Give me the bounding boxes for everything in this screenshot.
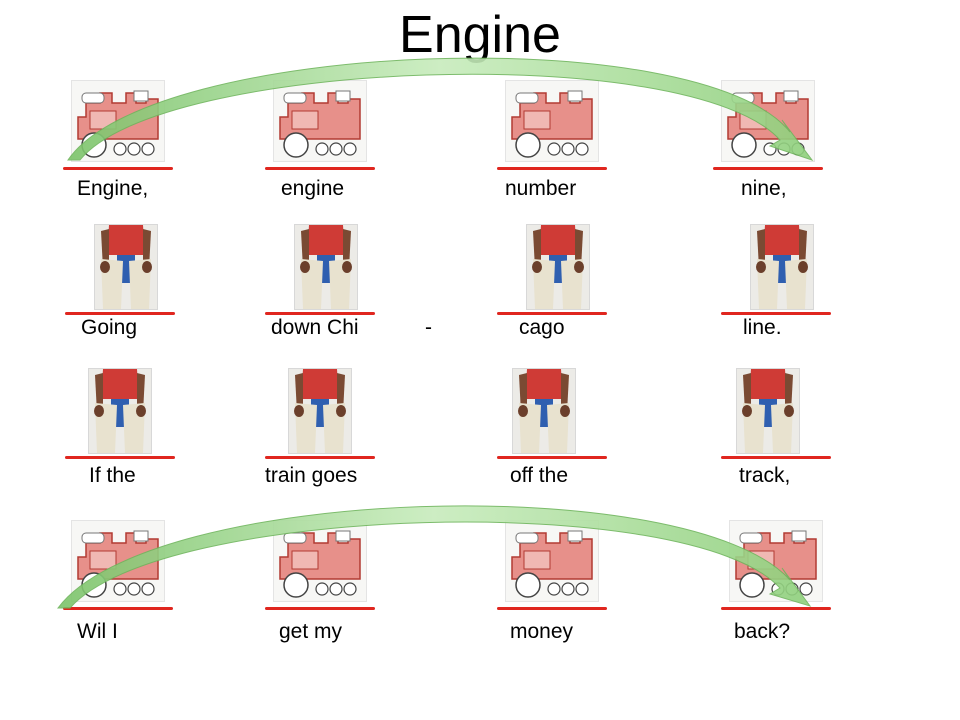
beat-underline: [721, 312, 831, 315]
seated-child-picture: [750, 224, 814, 310]
seated-child-picture: [512, 368, 576, 454]
beat-underline: [63, 167, 173, 170]
beat-cell: If the: [65, 368, 175, 533]
beat-cell: off the: [497, 368, 607, 533]
beat-underline: [265, 167, 375, 170]
word: Engine,: [77, 177, 149, 200]
syllable-hyphen: -: [425, 316, 432, 339]
train-picture: [729, 520, 823, 602]
seated-child-picture: [736, 368, 800, 454]
beat-underline: [497, 167, 607, 170]
train-icon: [279, 530, 361, 598]
word: cago: [519, 316, 565, 339]
beat-cell: get my: [265, 520, 375, 685]
seated-child-icon: [513, 369, 575, 453]
beat-cell: engine: [265, 80, 375, 245]
beat-underline: [65, 312, 175, 315]
train-picture: [505, 520, 599, 602]
curved-arrow-icon: [67, 57, 814, 161]
word: If the: [89, 464, 136, 487]
train-icon: [511, 530, 593, 598]
beat-underline: [265, 456, 375, 459]
train-icon: [511, 90, 593, 158]
word: off the: [510, 464, 568, 487]
beat-cell: number: [497, 80, 607, 245]
beat-cell: back?: [721, 520, 831, 685]
beat-underline: [497, 312, 607, 315]
beat-underline: [721, 607, 831, 610]
beat-cell: Wil I: [63, 520, 173, 685]
beat-cell: down Chi: [265, 224, 375, 389]
word: Wil I: [77, 620, 118, 643]
word: Going: [81, 316, 138, 339]
beat-cell: train goes: [265, 368, 375, 533]
seated-child-icon: [95, 225, 157, 309]
seated-child-icon: [89, 369, 151, 453]
train-icon: [735, 530, 817, 598]
beat-cell: cago: [497, 224, 607, 389]
train-icon: [279, 90, 361, 158]
seated-child-picture: [288, 368, 352, 454]
beat-underline: [65, 456, 175, 459]
beat-underline: [721, 456, 831, 459]
beat-underline: [63, 607, 173, 610]
beat-cell: nine,: [713, 80, 823, 245]
word: get my: [279, 620, 343, 643]
beat-cell: Engine,: [63, 80, 173, 245]
beat-cell: Going: [65, 224, 175, 389]
train-icon: [77, 530, 159, 598]
seated-child-icon: [289, 369, 351, 453]
seated-child-picture: [88, 368, 152, 454]
train-picture: [505, 80, 599, 162]
word: money: [510, 620, 574, 643]
word: nine,: [741, 177, 787, 200]
beat-cell: line.: [721, 224, 831, 389]
word: number: [505, 177, 577, 200]
word: train goes: [265, 464, 358, 487]
train-icon: [77, 90, 159, 158]
seated-child-icon: [527, 225, 589, 309]
beat-underline: [713, 167, 823, 170]
beat-cell: track,: [721, 368, 831, 533]
train-picture: [273, 80, 367, 162]
seated-child-picture: [526, 224, 590, 310]
beat-underline: [265, 607, 375, 610]
beat-underline: [497, 607, 607, 610]
slide-title: Engine: [399, 6, 561, 64]
train-picture: [273, 520, 367, 602]
seated-child-picture: [94, 224, 158, 310]
seated-child-icon: [751, 225, 813, 309]
word: line.: [743, 316, 782, 339]
train-picture: [721, 80, 815, 162]
beat-cell: money: [497, 520, 607, 685]
beat-underline: [265, 312, 375, 315]
word: down Chi: [271, 316, 359, 339]
word: track,: [739, 464, 791, 487]
train-icon: [727, 90, 809, 158]
word: engine: [281, 177, 345, 200]
seated-child-icon: [737, 369, 799, 453]
seated-child-picture: [294, 224, 358, 310]
word: back?: [734, 620, 791, 643]
train-picture: [71, 80, 165, 162]
train-picture: [71, 520, 165, 602]
seated-child-icon: [295, 225, 357, 309]
beat-underline: [497, 456, 607, 459]
